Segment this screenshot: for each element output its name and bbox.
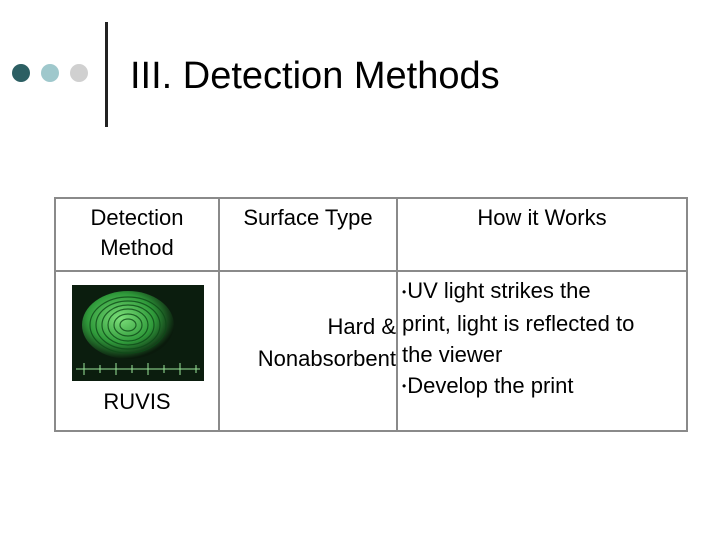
bullet-icon: •	[402, 284, 407, 299]
table-divider	[396, 199, 398, 430]
slide-title: III. Detection Methods	[130, 55, 500, 97]
title-rule	[105, 22, 108, 127]
header-detection-method: Detection Method	[90, 205, 184, 260]
bullet-icon: •	[402, 379, 407, 394]
how-it-works-cell: •UV light strikes the print, light is re…	[402, 275, 686, 402]
methods-table: Detection Method Surface Type How it Wor…	[54, 197, 688, 432]
dot-dark-icon	[12, 64, 30, 82]
header-how-it-works: How it Works	[477, 205, 607, 230]
fingerprint-photo-icon	[72, 285, 204, 381]
decorative-dots	[12, 64, 102, 84]
surface-type-cell: Hard & Nonabsorbent	[220, 311, 396, 375]
dot-light-icon	[41, 64, 59, 82]
dot-gray-icon	[70, 64, 88, 82]
bullet-item: •UV light strikes the	[402, 278, 591, 303]
bullet-continuation: the viewer	[402, 341, 503, 367]
header-surface-type: Surface Type	[243, 205, 373, 230]
table-divider	[56, 270, 686, 272]
bullet-continuation: print, light is reflected to	[402, 310, 635, 336]
table-divider	[218, 199, 220, 430]
surface-line: Nonabsorbent	[257, 346, 396, 371]
surface-line: Hard &	[327, 314, 396, 339]
method-label: RUVIS	[103, 389, 171, 414]
bullet-item: •Develop the print	[402, 372, 574, 398]
